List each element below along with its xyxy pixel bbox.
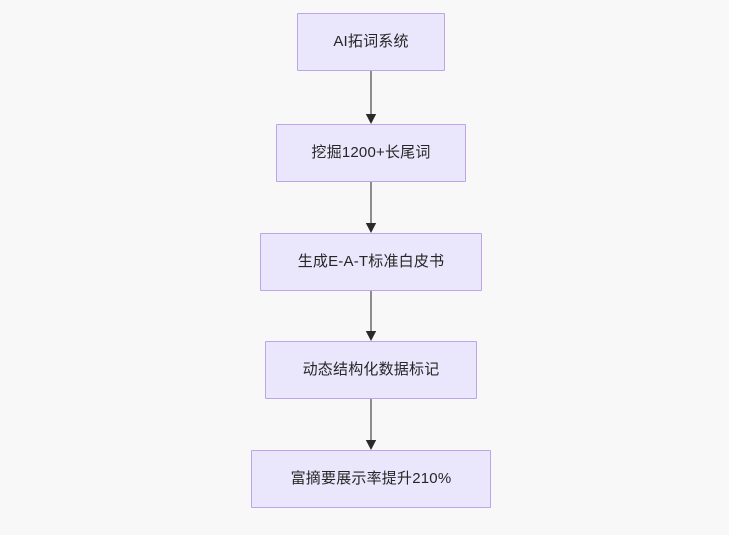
flow-edge-node-4-node-5 — [364, 399, 378, 450]
flow-node-label: 生成E-A-T标准白皮书 — [297, 253, 445, 270]
flow-node-label: 动态结构化数据标记 — [302, 361, 440, 378]
flow-node-label: AI拓词系统 — [333, 33, 409, 50]
flow-node-longtail-mining[interactable]: 挖掘1200+长尾词 — [276, 124, 466, 182]
flow-edge-node-2-node-3 — [364, 182, 378, 233]
flow-node-rich-snippet-result[interactable]: 富摘要展示率提升210% — [251, 450, 491, 508]
flow-node-label: 挖掘1200+长尾词 — [311, 144, 431, 161]
arrow-icon — [365, 71, 377, 124]
flow-node-label: 富摘要展示率提升210% — [290, 470, 452, 487]
arrow-icon — [365, 291, 377, 341]
flow-node-eat-whitepaper[interactable]: 生成E-A-T标准白皮书 — [260, 233, 482, 291]
flow-edge-node-3-node-4 — [364, 291, 378, 341]
flow-node-ai-keyword-system[interactable]: AI拓词系统 — [297, 13, 445, 71]
arrow-icon — [365, 399, 377, 450]
flow-node-structured-data-markup[interactable]: 动态结构化数据标记 — [265, 341, 477, 399]
arrow-icon — [365, 182, 377, 233]
flow-edge-node-1-node-2 — [364, 71, 378, 124]
